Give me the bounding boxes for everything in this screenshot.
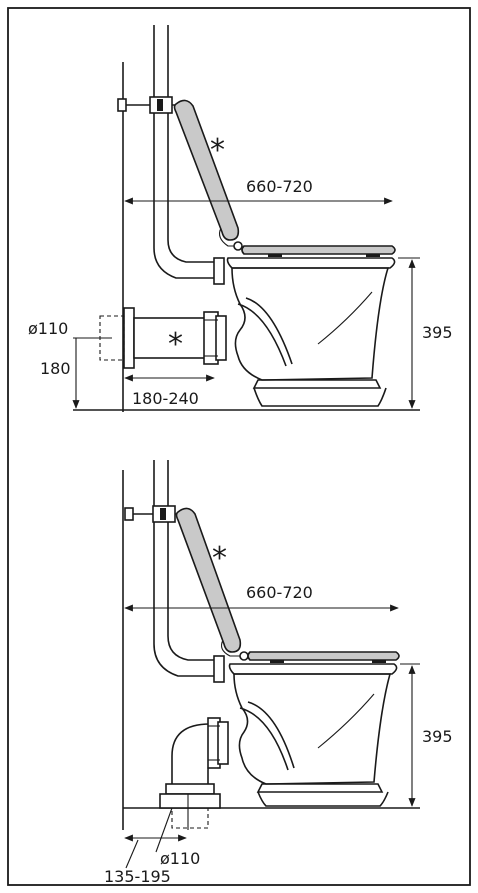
length-dimension-label: 660-720: [246, 583, 313, 602]
flush-pipe-asterisk: *: [210, 133, 225, 168]
outlet-distance-label: 135-195: [104, 867, 171, 886]
length-dimension-label: 660-720: [246, 177, 313, 196]
raised-lid: [173, 99, 243, 251]
flush-pipe-asterisk: *: [212, 541, 227, 576]
connector-pipe: [133, 317, 211, 359]
height-dimension-label: 395: [422, 323, 453, 342]
wall-flange: [123, 307, 135, 369]
floor-flange: [159, 793, 221, 809]
flush-pipe: [117, 25, 225, 285]
connector-asterisk: *: [168, 327, 183, 362]
height-dimension-label: 395: [422, 727, 453, 746]
outlet-diameter-label: ø110: [28, 319, 68, 338]
floor-outlet-hidden: [171, 807, 209, 829]
toilet-bowl: [228, 663, 398, 807]
pipe-cuff: [213, 257, 225, 285]
toilet-seat: [247, 651, 400, 661]
outlet-height-label: 180: [40, 359, 71, 378]
floor-outlet-elbow: [159, 717, 229, 830]
toilet-seat: [241, 245, 396, 255]
raised-lid: [175, 507, 249, 661]
horizontal-outlet-connector: [99, 307, 227, 369]
outlet-distance-label: 180-240: [132, 389, 199, 408]
wall-bracket-plate: [117, 98, 127, 112]
flush-pipe: [124, 460, 225, 683]
outlet-diameter-label: ø110: [160, 849, 200, 868]
drawing-frame: [7, 7, 471, 886]
view-floor-outlet: * 660-720 395 135-195 ø110: [104, 460, 453, 886]
toilet-bowl: [226, 257, 396, 407]
view-horizontal-outlet: * * 660-720 395 ø110 180 180-240: [28, 25, 453, 412]
wall-bracket-plate: [124, 507, 134, 521]
